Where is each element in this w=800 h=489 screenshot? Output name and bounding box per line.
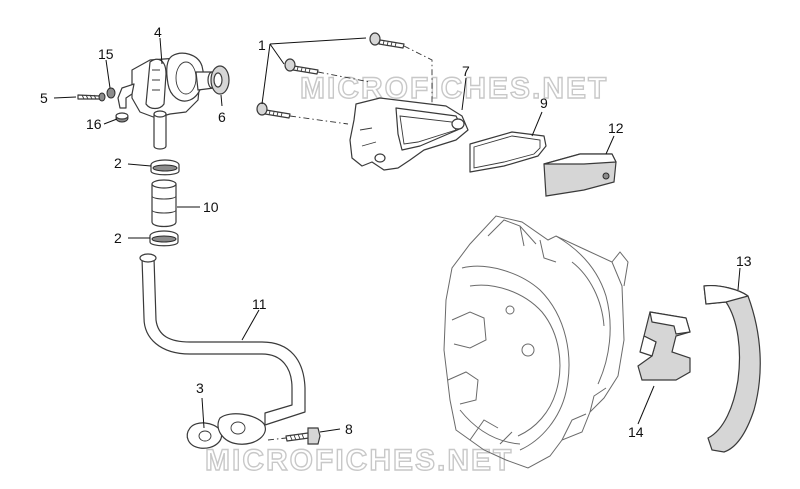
callout-6: 6	[218, 109, 226, 125]
callout-10: 10	[203, 199, 219, 215]
callout-16: 16	[86, 116, 102, 132]
callout-3: 3	[196, 380, 204, 396]
part-6-washer	[210, 65, 230, 95]
fan-cover-housing	[443, 215, 629, 469]
part-2-hose-clamp-upper	[150, 159, 180, 176]
leader-lines	[53, 37, 741, 433]
part-9-gasket-plate	[469, 131, 547, 173]
callout-11: 11	[252, 296, 267, 312]
part-11-bent-pipe	[139, 253, 306, 426]
callout-12: 12	[608, 120, 624, 136]
callout-15: 15	[98, 46, 114, 62]
callout-5: 5	[40, 90, 48, 106]
part-1-bolt-c	[256, 102, 291, 119]
callout-1: 1	[258, 37, 266, 53]
part-16-cap	[115, 112, 129, 123]
watermark-top: MICROFICHES.NET	[300, 72, 608, 105]
part-4-pump-body	[117, 52, 217, 150]
part-7-bracket	[349, 97, 469, 171]
part-1-bolt-b	[284, 58, 319, 75]
part-3-flange	[217, 413, 266, 445]
part-13-curved-strip	[703, 285, 761, 453]
callout-14: 14	[628, 424, 644, 440]
part-2-hose-clamp-lower	[149, 230, 179, 247]
part-14-sponge-filter	[637, 311, 691, 381]
part-3-gasket	[186, 422, 223, 449]
part-1-bolt-a	[369, 32, 405, 49]
part-12-pad	[543, 153, 617, 197]
callout-7: 7	[462, 63, 470, 79]
part-8-bolt	[267, 427, 321, 445]
part-10-sleeve	[151, 179, 177, 228]
callout-8: 8	[345, 421, 353, 437]
callout-4: 4	[154, 24, 162, 40]
callout-2-lower: 2	[114, 230, 122, 246]
callout-9: 9	[540, 95, 548, 111]
part-15-nut	[106, 87, 116, 99]
callout-13: 13	[736, 253, 752, 269]
watermark-bottom: MICROFICHES.NET	[205, 444, 513, 477]
part-5-screw	[77, 92, 106, 102]
callout-2-upper: 2	[114, 155, 122, 171]
